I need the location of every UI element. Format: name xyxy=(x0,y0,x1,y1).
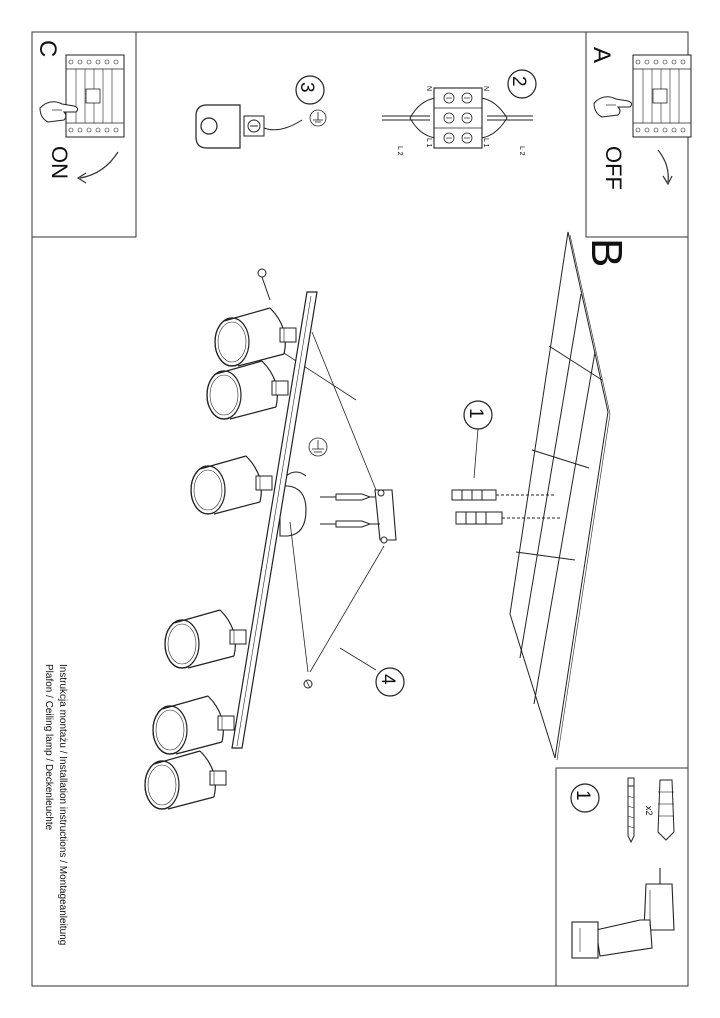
step-1-label: 1 xyxy=(465,408,486,419)
panel-a-hand-icon xyxy=(593,96,633,118)
panel-c-arrow-icon xyxy=(79,151,119,179)
panel-c-switchboard xyxy=(65,54,125,138)
footer-line-1: Instrukcja montażu / Installation instru… xyxy=(57,664,68,945)
spotlight-2 xyxy=(206,360,289,420)
top-screw xyxy=(257,268,271,301)
step-4-label: 4 xyxy=(377,674,398,685)
wire-label-l2-left: L 2 xyxy=(396,146,403,156)
step-3-ground: 3 xyxy=(195,75,327,149)
panel-b-letter: B xyxy=(582,238,631,267)
ceiling-grid xyxy=(509,231,611,761)
ground-icon xyxy=(309,109,327,127)
parts-step-label: 1 xyxy=(572,790,593,801)
panel-c: C ON xyxy=(31,31,137,238)
wire-label-l2-right: L 2 xyxy=(518,146,525,156)
parts-count: x2 xyxy=(644,806,654,816)
spotlight-4 xyxy=(164,609,247,669)
spotlight-1 xyxy=(214,307,297,367)
wire-label-n-left: N xyxy=(425,86,432,91)
panel-a-caption: OFF xyxy=(601,146,626,190)
spotlight-5 xyxy=(152,695,235,755)
step-3-label: 3 xyxy=(296,82,317,93)
wire-label-l1-left: L 1 xyxy=(425,138,432,148)
wire-label-n-right: N xyxy=(482,86,489,91)
step-4-marker: 4 xyxy=(375,667,405,697)
panel-a-letter: A xyxy=(588,47,615,63)
footer-line-2: Plafon / Ceiling lamp / Deckenleuchte xyxy=(43,664,54,831)
screw-icon xyxy=(627,777,635,844)
drill-icon xyxy=(571,868,675,959)
screws-and-dowels xyxy=(320,489,560,528)
bottom-screw xyxy=(303,679,313,689)
page-frame xyxy=(31,31,689,987)
step-1-marker: 1 xyxy=(463,400,493,479)
panel-a: A OFF xyxy=(585,31,692,238)
lamp-bar xyxy=(231,291,318,749)
canopy xyxy=(279,471,307,537)
dowel-icon xyxy=(657,779,675,841)
footer-captions: Instrukcja montażu / Installation instru… xyxy=(43,664,68,945)
ground-icon xyxy=(308,437,328,457)
panel-a-switchboard xyxy=(632,54,692,138)
wire-label-l1-right: L 1 xyxy=(482,138,489,148)
mounting-bracket xyxy=(374,489,397,544)
parts-panel: 1 x2 xyxy=(555,767,689,987)
step-2-label: 2 xyxy=(508,76,529,87)
panel-a-arrow-icon xyxy=(657,149,669,183)
panel-c-caption: ON xyxy=(47,146,72,179)
spotlight-6 xyxy=(144,750,227,810)
spotlight-3 xyxy=(190,455,273,515)
panel-c-letter: C xyxy=(34,40,61,57)
step-2-wiring: 2 N N L 1 L 2 L 1 L 2 xyxy=(382,69,537,156)
